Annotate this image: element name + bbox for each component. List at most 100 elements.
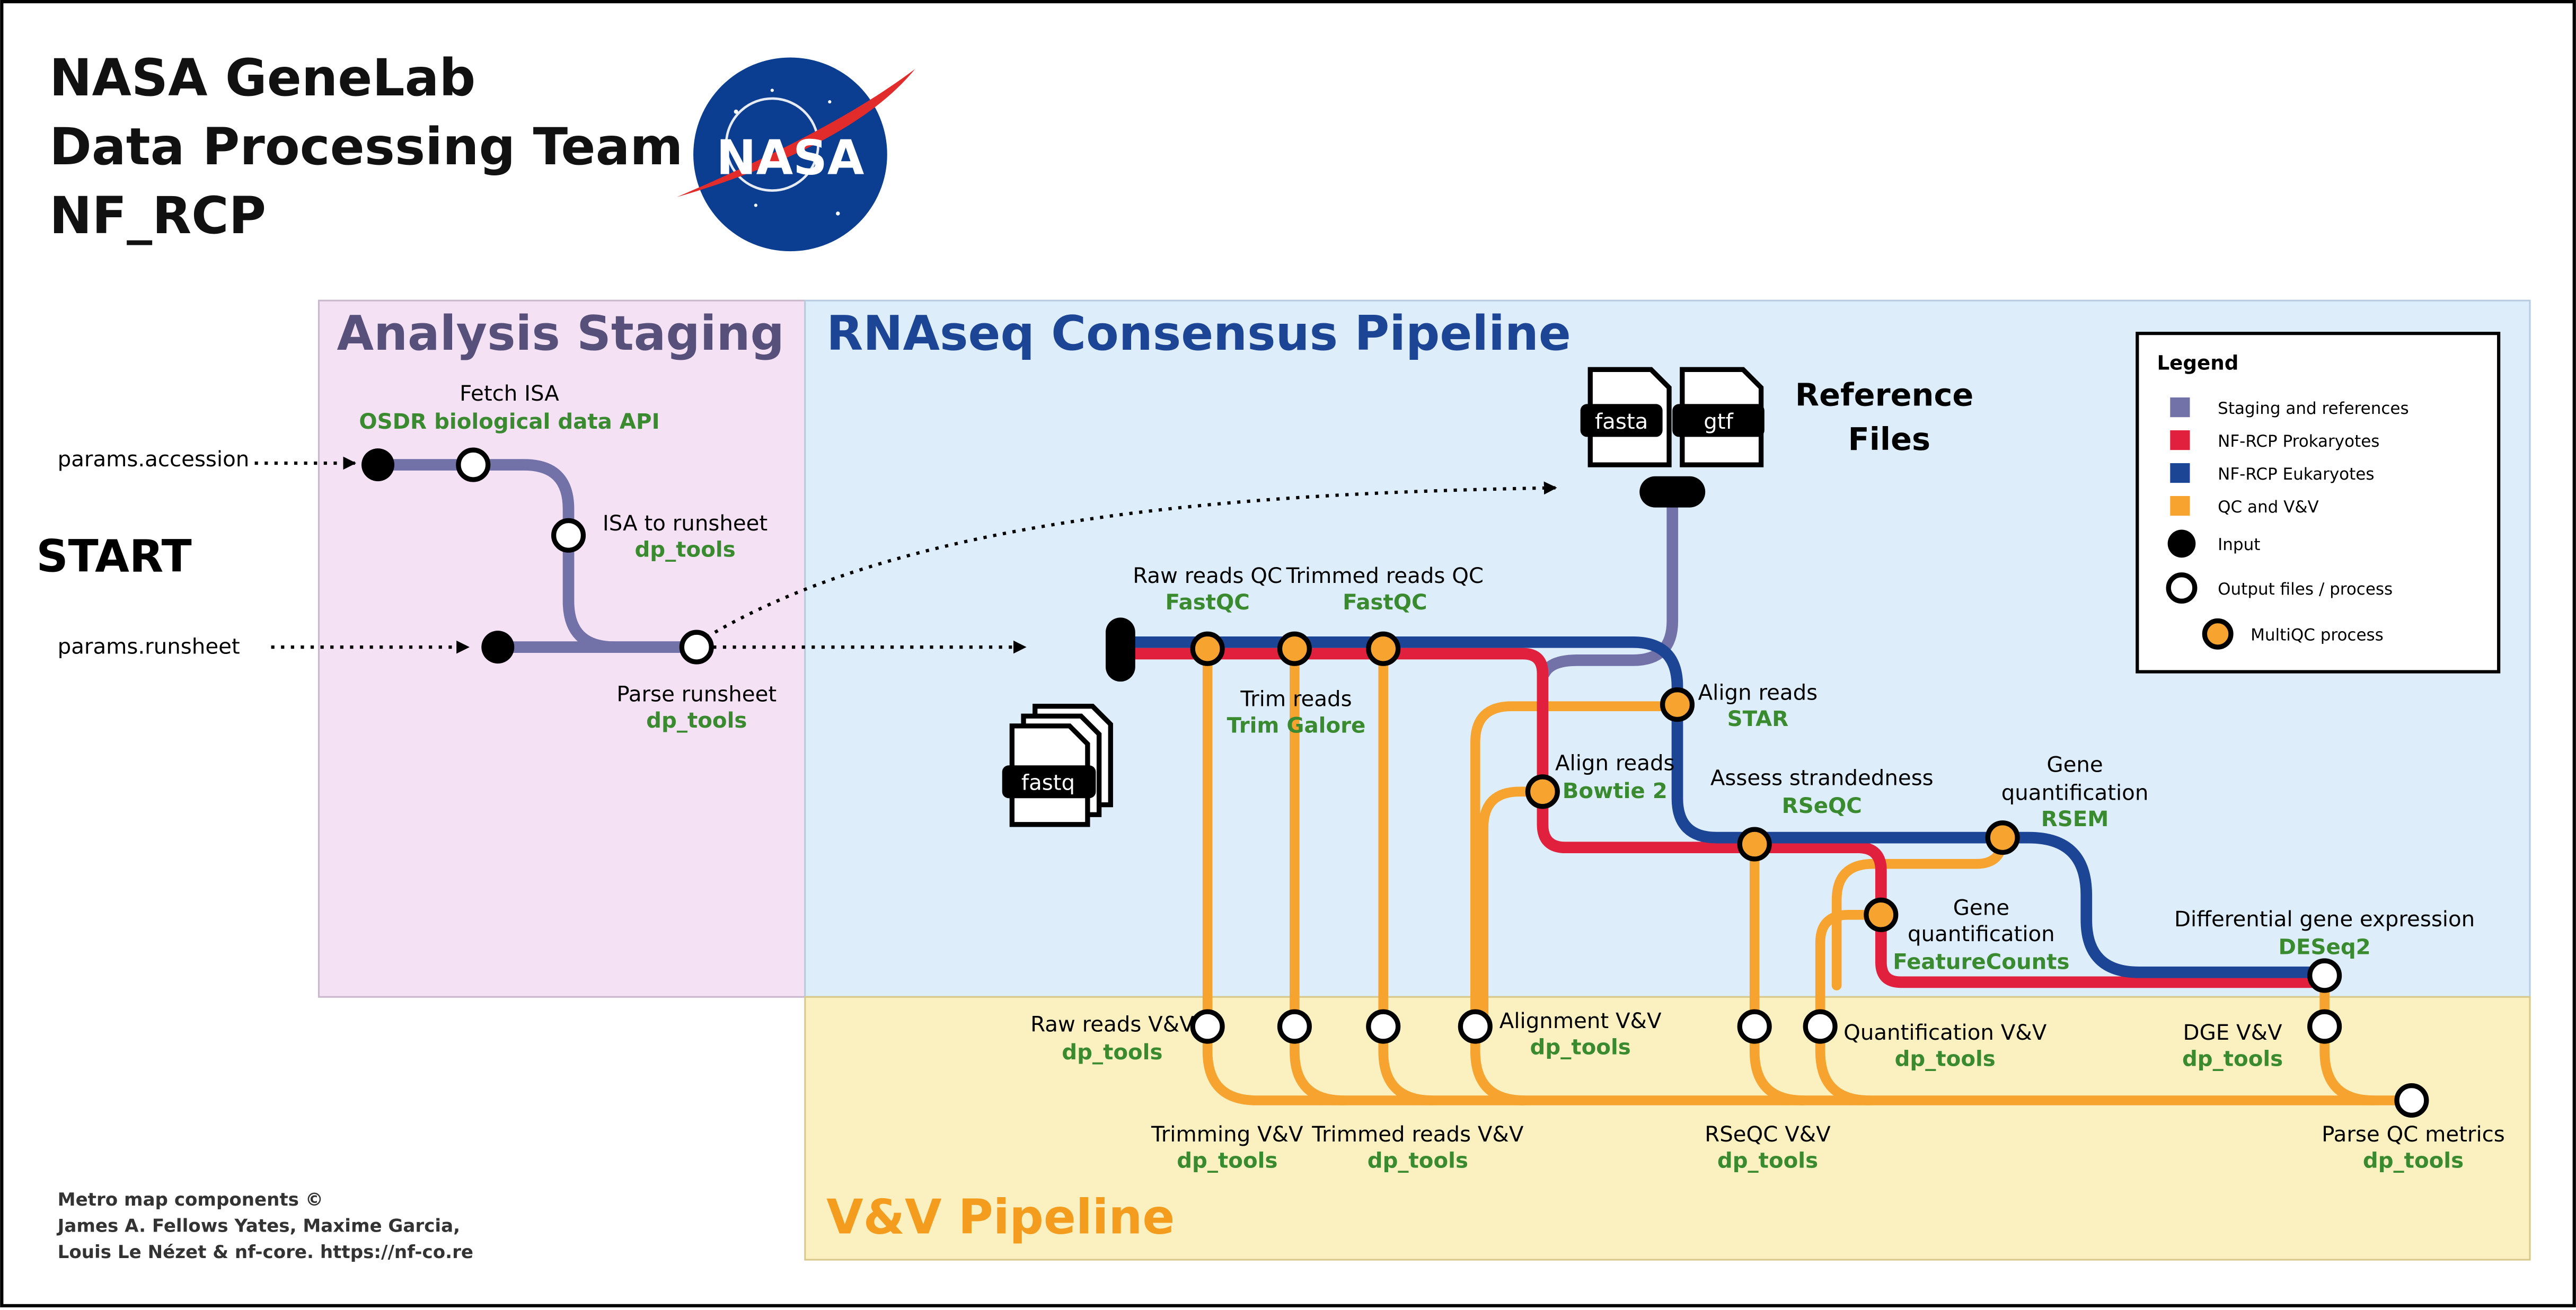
align-star-node bbox=[1660, 687, 1695, 722]
legend-marker-input bbox=[2167, 529, 2196, 558]
rseqc-vv-tool: dp_tools bbox=[1717, 1148, 1818, 1173]
rnaseq-title: RNAseq Consensus Pipeline bbox=[826, 306, 1571, 361]
param-accession-label: params.accession bbox=[58, 447, 250, 472]
vv-section bbox=[804, 996, 2531, 1261]
legend-swatch-eukaryotes bbox=[2170, 463, 2190, 483]
parse-runsheet-label: Parse runsheet bbox=[616, 681, 777, 706]
alignment-vv-node bbox=[1458, 1009, 1493, 1044]
nasa-logo: NASA bbox=[677, 57, 915, 252]
isa-runsheet-tool: dp_tools bbox=[634, 537, 735, 562]
trimmed-reads-qc-label: Trimmed reads QC bbox=[1286, 563, 1484, 588]
alignment-vv-label: Alignment V&V bbox=[1499, 1008, 1662, 1033]
rseqc-vv-node bbox=[1737, 1009, 1772, 1044]
legend-marker-multiqc bbox=[2202, 618, 2234, 650]
featurecounts-label-line2: quantification bbox=[1908, 922, 2055, 946]
gene-quant-rsem-node bbox=[1985, 820, 2020, 855]
raw-reads-vv-label: Raw reads V&V bbox=[1030, 1012, 1194, 1037]
legend-swatch-staging bbox=[2170, 397, 2190, 418]
legend-swatch-qc bbox=[2170, 495, 2190, 516]
prokaryote-line bbox=[1116, 648, 2331, 988]
raw-reads-qc-label: Raw reads QC bbox=[1133, 563, 1282, 588]
fastq-input-terminal bbox=[1105, 617, 1135, 682]
svg-text:fastq: fastq bbox=[1021, 771, 1075, 795]
trimmed-reads-vv-label: Trimmed reads V&V bbox=[1311, 1122, 1524, 1147]
legend-title: Legend bbox=[2157, 351, 2239, 374]
credits-line1: Metro map components © bbox=[58, 1189, 323, 1210]
parse-qc-label: Parse QC metrics bbox=[2322, 1122, 2505, 1147]
trimmed-reads-qc-node bbox=[1366, 631, 1401, 666]
credits-line3: Louis Le Nézet & nf-core. https://nf-co.… bbox=[58, 1242, 473, 1263]
legend-label-qc: QC and V&V bbox=[2218, 498, 2319, 517]
header-title-line2: Data Processing Team bbox=[49, 117, 683, 176]
reference-title-line1: Reference bbox=[1795, 377, 1974, 413]
dge-node bbox=[2307, 958, 2342, 993]
legend-label-input: Input bbox=[2218, 535, 2260, 554]
dge-tool: DESeq2 bbox=[2279, 935, 2371, 960]
credits-line2: James A. Fellows Yates, Maxime Garcia, bbox=[57, 1215, 460, 1236]
raw-reads-vv-tool: dp_tools bbox=[1062, 1040, 1162, 1065]
svg-text:NASA: NASA bbox=[716, 131, 864, 186]
quantification-vv-tool: dp_tools bbox=[1895, 1046, 1996, 1071]
isa-to-runsheet-node bbox=[551, 518, 586, 553]
legend-swatch-prokaryotes bbox=[2170, 430, 2190, 450]
reference-input-terminal bbox=[1639, 476, 1706, 508]
runsheet-to-reference-arrow bbox=[705, 481, 1557, 639]
legend-label-staging: Staging and references bbox=[2218, 399, 2409, 418]
raw-reads-qc-tool: FastQC bbox=[1165, 590, 1249, 615]
dge-vv-tool: dp_tools bbox=[2182, 1046, 2283, 1071]
gene-quant-featurecounts-node bbox=[1864, 897, 1899, 932]
legend: Legend Staging and references NF-RCP Pro… bbox=[2136, 332, 2501, 674]
legend-label-prokaryotes: NF-RCP Prokaryotes bbox=[2218, 432, 2379, 451]
runsheet-input-node bbox=[481, 631, 515, 664]
fasta-file-icon: fasta bbox=[1580, 367, 1672, 467]
raw-reads-qc-node bbox=[1190, 631, 1225, 666]
featurecounts-label-line1: Gene bbox=[1953, 895, 2009, 920]
parse-runsheet-node bbox=[679, 630, 714, 665]
param-runsheet-label: params.runsheet bbox=[58, 634, 240, 659]
staging-lines bbox=[372, 459, 1679, 679]
eukaryote-line bbox=[1116, 636, 2331, 978]
start-label: START bbox=[36, 530, 191, 582]
fetch-isa-node bbox=[456, 447, 491, 482]
header-title-line1: NASA GeneLab bbox=[49, 48, 475, 108]
parse-qc-node bbox=[2394, 1083, 2429, 1118]
quantification-vv-node bbox=[1803, 1009, 1838, 1044]
rseqc-vv-label: RSeQC V&V bbox=[1705, 1122, 1831, 1147]
align-bowtie-label: Align reads bbox=[1555, 751, 1675, 776]
align-star-label: Align reads bbox=[1698, 680, 1818, 705]
raw-reads-vv-node bbox=[1190, 1009, 1225, 1044]
trimming-vv-tool: dp_tools bbox=[1177, 1148, 1277, 1173]
assess-strandedness-node bbox=[1737, 827, 1772, 862]
alignment-vv-tool: dp_tools bbox=[1530, 1035, 1631, 1060]
quantification-vv-label: Quantification V&V bbox=[1843, 1020, 2047, 1045]
trim-reads-label: Trim reads bbox=[1240, 687, 1352, 712]
legend-label-multiqc: MultiQC process bbox=[2251, 626, 2384, 645]
rsem-tool: RSEM bbox=[2041, 807, 2109, 831]
reference-title-line2: Files bbox=[1848, 421, 1931, 457]
rsem-label-line2: quantification bbox=[2001, 780, 2149, 805]
fetch-isa-tool: OSDR biological data API bbox=[359, 409, 659, 434]
trimming-vv-node bbox=[1277, 1009, 1312, 1044]
parse-qc-tool: dp_tools bbox=[2363, 1148, 2464, 1173]
assess-strandedness-label: Assess strandedness bbox=[1710, 765, 1934, 790]
fastq-file-icon: fastq bbox=[1002, 704, 1113, 827]
rsem-label-line1: Gene bbox=[2046, 753, 2103, 777]
legend-marker-output bbox=[2166, 572, 2198, 604]
assess-strandedness-tool: RSeQC bbox=[1782, 793, 1862, 818]
trimming-vv-label: Trimming V&V bbox=[1151, 1122, 1303, 1147]
trim-reads-node bbox=[1277, 631, 1312, 666]
legend-label-output: Output files / process bbox=[2218, 580, 2393, 599]
accession-input-node bbox=[361, 448, 395, 482]
trimmed-reads-vv-tool: dp_tools bbox=[1368, 1148, 1468, 1173]
align-bowtie-node bbox=[1525, 774, 1560, 809]
staging-title: Analysis Staging bbox=[337, 306, 784, 361]
trim-reads-tool: Trim Galore bbox=[1227, 713, 1366, 738]
fetch-isa-label: Fetch ISA bbox=[460, 381, 559, 406]
trimmed-reads-vv-node bbox=[1366, 1009, 1401, 1044]
vv-title: V&V Pipeline bbox=[826, 1190, 1175, 1245]
svg-text:fasta: fasta bbox=[1595, 409, 1648, 434]
dge-vv-label: DGE V&V bbox=[2183, 1020, 2282, 1045]
trimmed-reads-qc-tool: FastQC bbox=[1343, 590, 1427, 615]
